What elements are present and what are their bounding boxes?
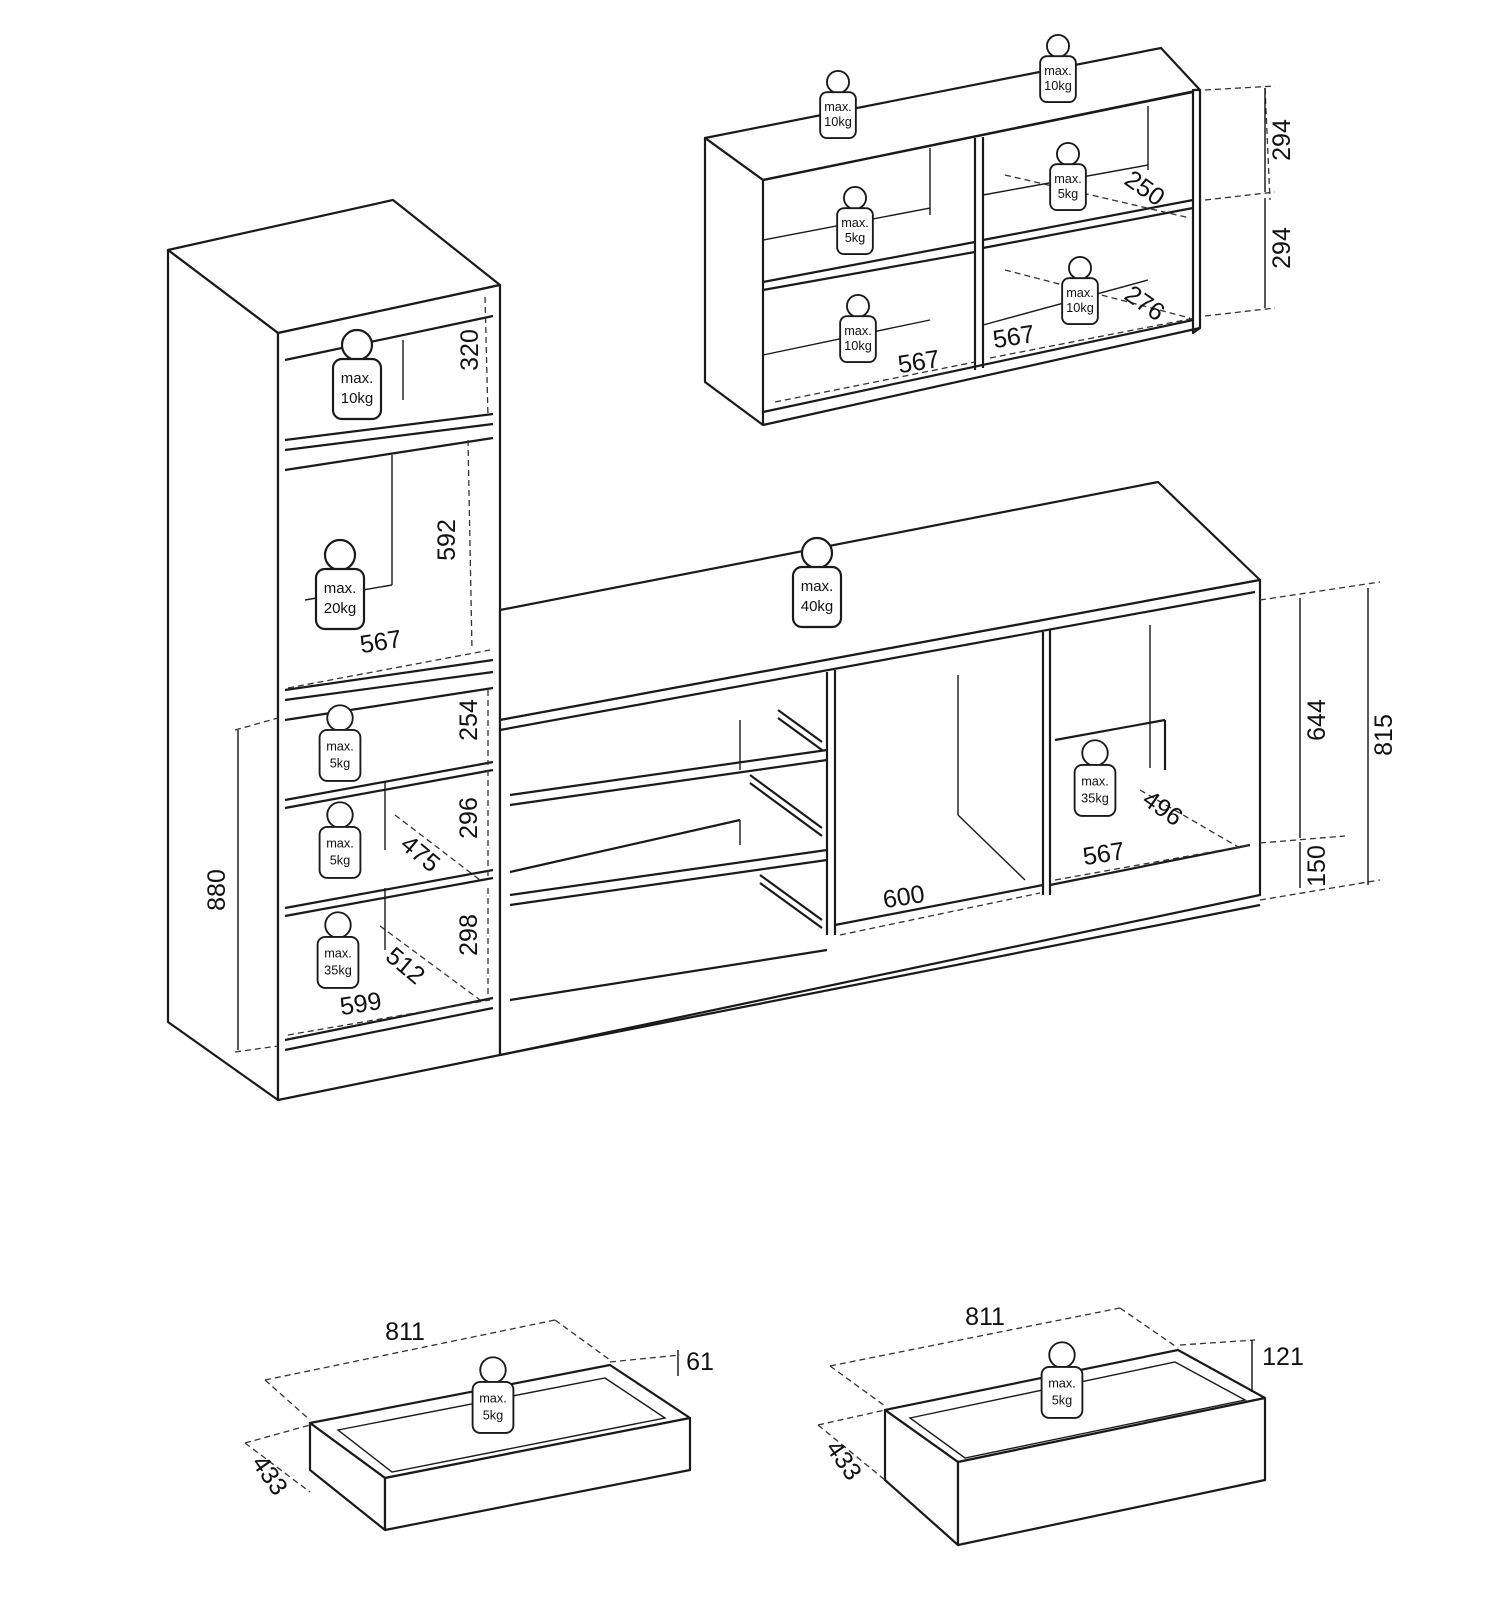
weight-label-line2: 5kg [483, 1407, 504, 1422]
weight-label-line2: 5kg [330, 755, 351, 770]
weight-label-line2: 5kg [330, 852, 351, 867]
weight-icon: max. 5kg [318, 801, 362, 879]
tall-cabinet [166, 198, 502, 1102]
wall-shelf-unit [703, 46, 1202, 427]
dim-tall-glass-height: 592 [433, 519, 461, 561]
drawer-shallow-front [383, 1416, 692, 1532]
weight-label-line1: max. [1048, 1375, 1076, 1390]
dim-tv-total-height: 815 [1370, 714, 1398, 756]
weight-label-line1: max. [326, 835, 354, 850]
weight-label-line2: 5kg [845, 230, 866, 245]
dim-tv-right-width: 567 [1081, 837, 1127, 871]
dim-tall-glass-width: 567 [358, 625, 404, 659]
weight-icon: max. 10kg [819, 70, 857, 140]
weight-label-line2: 10kg [844, 338, 872, 353]
dim-drawer2-depth: 433 [820, 1435, 867, 1485]
dim-wall-shelf-width-right: 567 [991, 320, 1037, 354]
weight-icon: max. 40kg [791, 536, 843, 629]
weight-label-line2: 35kg [324, 962, 352, 977]
weight-label-line2: 10kg [824, 114, 852, 129]
weight-icon: max. 35kg [316, 911, 360, 989]
weight-label-line2: 10kg [1066, 300, 1094, 315]
weight-label-line1: max. [1066, 285, 1094, 300]
dim-tall-shelf2-height: 296 [455, 797, 483, 839]
weight-label-line1: max. [841, 215, 869, 230]
weight-label-line1: max. [324, 945, 352, 960]
dimension-lines [234, 85, 1381, 1493]
dim-tall-shelf1-height: 254 [455, 699, 483, 741]
weight-label-line2: 35kg [1081, 790, 1109, 805]
weight-icon: max. 5kg [318, 704, 362, 782]
weight-label-line2: 20kg [324, 600, 357, 617]
weight-label-line1: max. [324, 580, 357, 597]
weight-label-line2: 40kg [801, 598, 834, 615]
weight-icon: max. 10kg [331, 328, 383, 421]
weight-icon: max. 5kg [1040, 1341, 1084, 1419]
wall-shelf-top [703, 46, 1202, 182]
dim-wall-shelf-height-top: 294 [1268, 119, 1296, 161]
dim-tv-inner-width: 600 [881, 880, 927, 914]
drawer-shallow [308, 1363, 692, 1532]
weight-label-line1: max. [341, 370, 374, 387]
tv-unit-front-frame [498, 578, 1262, 1057]
dim-drawer1-height: 61 [686, 1348, 714, 1376]
weight-label-line1: max. [1054, 171, 1082, 186]
dim-tall-lower-height: 880 [203, 869, 231, 911]
weight-label-line1: max. [1044, 63, 1072, 78]
dim-wall-shelf-width-left: 567 [896, 345, 942, 379]
weight-icon: max. 10kg [839, 294, 877, 364]
weight-icon: max. 10kg [1061, 256, 1099, 326]
weight-label-line1: max. [1081, 773, 1109, 788]
weight-label-line1: max. [479, 1390, 507, 1405]
weight-label-line1: max. [824, 99, 852, 114]
dim-drawer2-height: 121 [1262, 1343, 1304, 1371]
weight-icon: max. 5kg [1049, 142, 1087, 212]
dim-tv-inner-height: 644 [1303, 699, 1331, 741]
weight-icons: max. 10kg max. 10kg max. 5kg max. 5kg ma… [314, 34, 1117, 1434]
dim-tall-shelf3-height: 298 [455, 914, 483, 956]
dim-wall-shelf-height-bottom: 294 [1268, 227, 1296, 269]
dim-tv-plinth-height: 150 [1303, 845, 1331, 887]
dim-tall-bottom-width: 599 [338, 987, 384, 1021]
dim-drawer1-width: 811 [385, 1318, 425, 1346]
weight-label-line2: 5kg [1058, 186, 1079, 201]
weight-label-line2: 5kg [1052, 1392, 1073, 1407]
weight-icon: max. 10kg [1039, 34, 1077, 104]
weight-icon: max. 5kg [471, 1356, 515, 1434]
wall-shelf-right-edge [1191, 88, 1202, 335]
tv-unit [498, 480, 1262, 1057]
weight-label-line1: max. [326, 738, 354, 753]
dim-drawer1-depth: 433 [246, 1450, 293, 1500]
dim-tall-top-height: 320 [456, 329, 484, 371]
dim-wall-shelf-depth-lower: 276 [1119, 280, 1169, 327]
weight-label-line1: max. [844, 323, 872, 338]
drawer-deep-front [956, 1396, 1267, 1547]
weight-icon: max. 35kg [1073, 739, 1117, 817]
weight-label-line2: 10kg [1044, 78, 1072, 93]
tall-cabinet-side [166, 248, 280, 1102]
weight-icon: max. 5kg [836, 186, 874, 256]
weight-label-line1: max. [801, 578, 834, 595]
dim-drawer2-width: 811 [965, 1303, 1005, 1331]
weight-label-line2: 10kg [341, 390, 374, 407]
wall-shelf-left-side [703, 136, 765, 427]
weight-icon: max. 20kg [314, 538, 366, 631]
